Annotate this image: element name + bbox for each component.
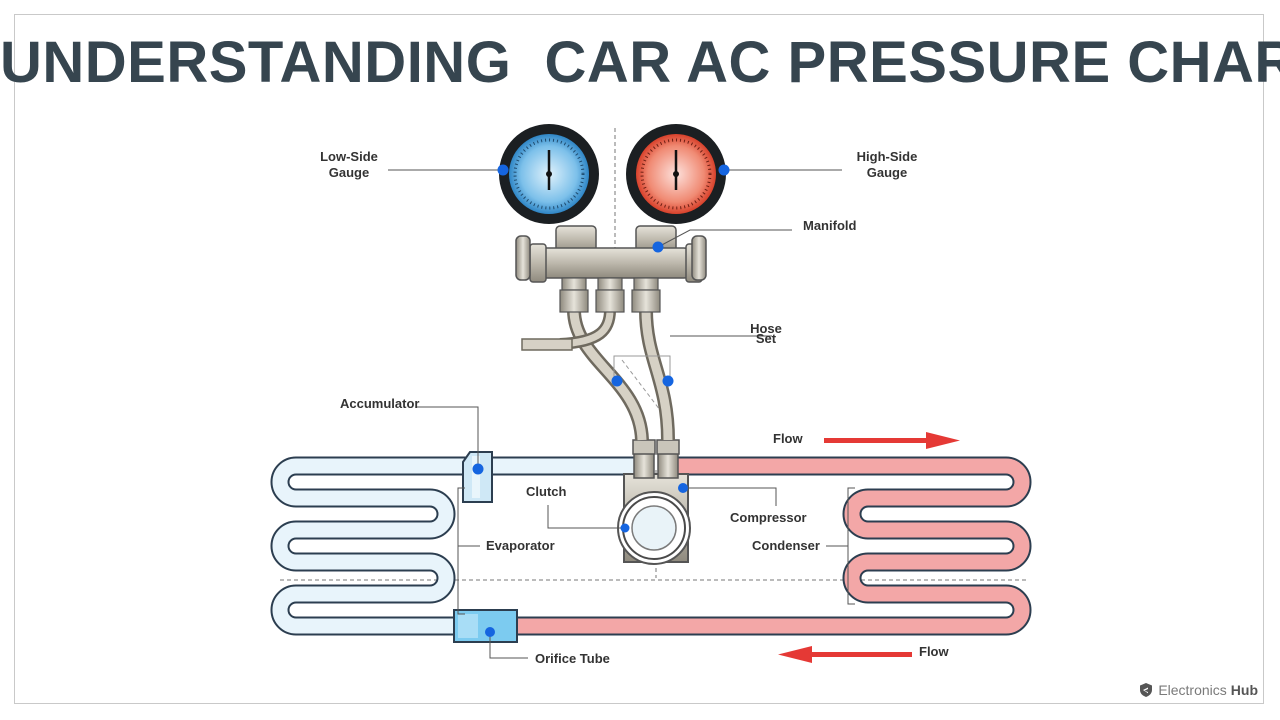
- label-flow-bottom: Flow: [919, 644, 949, 659]
- flow-arrow-right: [824, 432, 960, 449]
- manifold: [515, 225, 707, 313]
- orifice-tube: [453, 609, 518, 643]
- label-clutch: Clutch: [526, 484, 567, 499]
- marker-dots: [472, 164, 730, 637]
- label-high-side-line1: High-Side: [857, 149, 918, 164]
- diagram-frame: [14, 14, 1264, 704]
- hose-guide: [613, 355, 671, 411]
- brand-name-bold: Hub: [1230, 682, 1258, 698]
- label-condenser: Condenser: [752, 538, 820, 553]
- page-title: UNDERSTANDING CAR AC PRESSURE CHART: [0, 30, 1280, 95]
- label-orifice-tube: Orifice Tube: [535, 651, 610, 666]
- brand-name: Electronics: [1158, 682, 1227, 698]
- condenser-coil: [512, 456, 1032, 636]
- label-manifold: Manifold: [803, 218, 856, 233]
- hose-set: [521, 309, 675, 441]
- label-flow-top: Flow: [773, 431, 803, 446]
- brand-logo: Electronics Hub: [1138, 682, 1258, 698]
- label-accumulator: Accumulator: [340, 396, 419, 411]
- label-low-side-line1: Low-Side: [320, 149, 378, 164]
- label-high-side-line2: Gauge: [867, 165, 907, 180]
- shield-icon: [1140, 683, 1153, 697]
- compressor: [617, 439, 691, 565]
- accumulator: [462, 451, 493, 503]
- label-low-side-line2: Gauge: [329, 165, 369, 180]
- leader-lines: [388, 169, 855, 659]
- label-hose-line1: Hose: [750, 321, 782, 336]
- label-hose-line2: Set: [756, 331, 777, 346]
- flow-arrow-left: [778, 646, 912, 663]
- evaporator-coil: [270, 456, 640, 636]
- label-evaporator: Evaporator: [486, 538, 555, 553]
- low-side-gauge: [499, 124, 599, 224]
- high-side-gauge: [626, 124, 726, 224]
- label-compressor: Compressor: [730, 510, 807, 525]
